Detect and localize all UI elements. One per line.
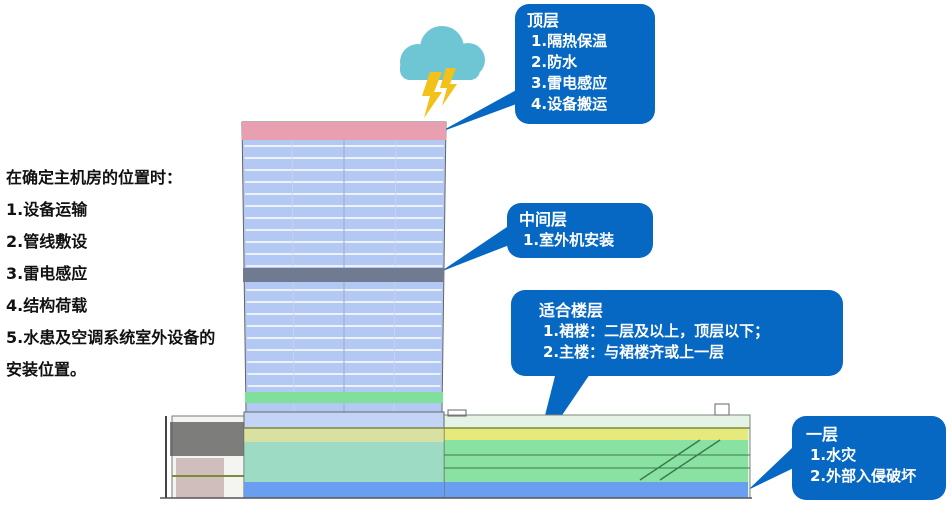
- callout-suitable-item: 1.裙楼：二层及以上，顶层以下；: [543, 322, 770, 340]
- top-floor-band: [242, 122, 446, 140]
- cloud-lightning-icon: [400, 26, 485, 118]
- main-tower: [241, 121, 447, 499]
- left-text-item: 1.设备运输: [6, 200, 88, 219]
- left-text-panel: 在确定主机房的位置时： 1.设备运输 2.管线敷设 3.雷电感应 4.结构荷载 …: [6, 162, 246, 386]
- callout-ground-title: 一层: [806, 425, 839, 444]
- callout-suitable-floor: 适合楼层 1.裙楼：二层及以上，顶层以下； 2.主楼：与裙楼齐或上一层: [511, 290, 843, 376]
- left-text-item: 4.结构荷载: [6, 296, 88, 315]
- callout-ground-floor: 一层 1.水灾 2.外部入侵破坏: [792, 416, 946, 500]
- callout-ground-item: 1.水灾: [810, 446, 857, 464]
- callout-tail-middle: [440, 225, 522, 272]
- left-text-item: 安装位置。: [6, 360, 87, 379]
- left-text-item: 2.管线敷设: [6, 232, 88, 251]
- tower-ground-band: [244, 482, 444, 498]
- callout-top-item: 1.隔热保温: [531, 32, 608, 50]
- left-text-item: 3.雷电感应: [6, 264, 88, 283]
- callout-tail-top: [438, 88, 538, 133]
- callout-tail-ground: [748, 448, 806, 490]
- left-text-item: 5.水患及空调系统室外设备的: [6, 328, 216, 347]
- left-annex: [165, 415, 262, 499]
- middle-floor-band: [243, 268, 444, 282]
- left-text-heading: 在确定主机房的位置时：: [6, 168, 183, 187]
- callout-top-title: 顶层: [527, 11, 560, 30]
- tower-suitable-band: [245, 392, 443, 403]
- callout-top-item: 3.雷电感应: [531, 74, 608, 92]
- callout-suitable-item: 2.主楼：与裙楼齐或上一层: [543, 343, 725, 361]
- callout-middle-item: 1.室外机安装: [523, 231, 615, 249]
- callout-top-item: 4.设备搬运: [531, 95, 608, 113]
- callout-middle-floor: 中间层 1.室外机安装: [507, 203, 653, 258]
- callout-ground-item: 2.外部入侵破坏: [810, 467, 917, 485]
- callout-suitable-title: 适合楼层: [539, 301, 604, 320]
- callout-middle-title: 中间层: [519, 210, 568, 229]
- podium-ground-band: [442, 482, 748, 498]
- podium-building: [439, 403, 751, 499]
- callout-top-item: 2.防水: [531, 53, 578, 71]
- podium-suitable-band: [442, 440, 748, 482]
- callout-top-floor: 顶层 1.隔热保温 2.防水 3.雷电感应 4.设备搬运: [515, 4, 655, 124]
